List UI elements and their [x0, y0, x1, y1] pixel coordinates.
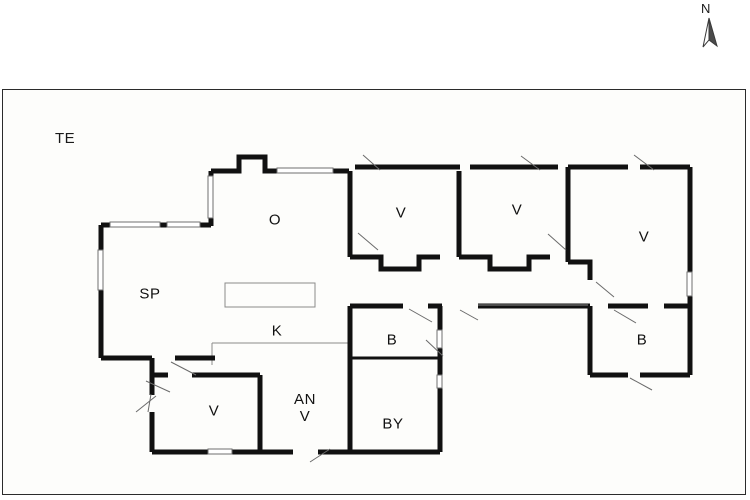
- plan-frame: [2, 89, 746, 495]
- compass-north-label: N: [701, 1, 711, 16]
- north-arrow-icon: [702, 17, 718, 48]
- room-label-v1: V: [395, 204, 407, 222]
- room-label-b1: B: [386, 331, 398, 349]
- room-label-v2: V: [511, 201, 523, 219]
- room-label-by: BY: [382, 415, 404, 433]
- compass-rose: N: [690, 2, 730, 54]
- room-label-v4: V: [208, 402, 220, 420]
- terrace-label: TE: [55, 130, 76, 147]
- room-label-sp: SP: [139, 285, 161, 303]
- room-label-anv: AN V: [293, 391, 317, 425]
- room-label-v3: V: [638, 228, 650, 246]
- room-label-k: K: [271, 322, 283, 340]
- room-label-b2: B: [636, 331, 648, 349]
- room-label-o: O: [268, 211, 282, 229]
